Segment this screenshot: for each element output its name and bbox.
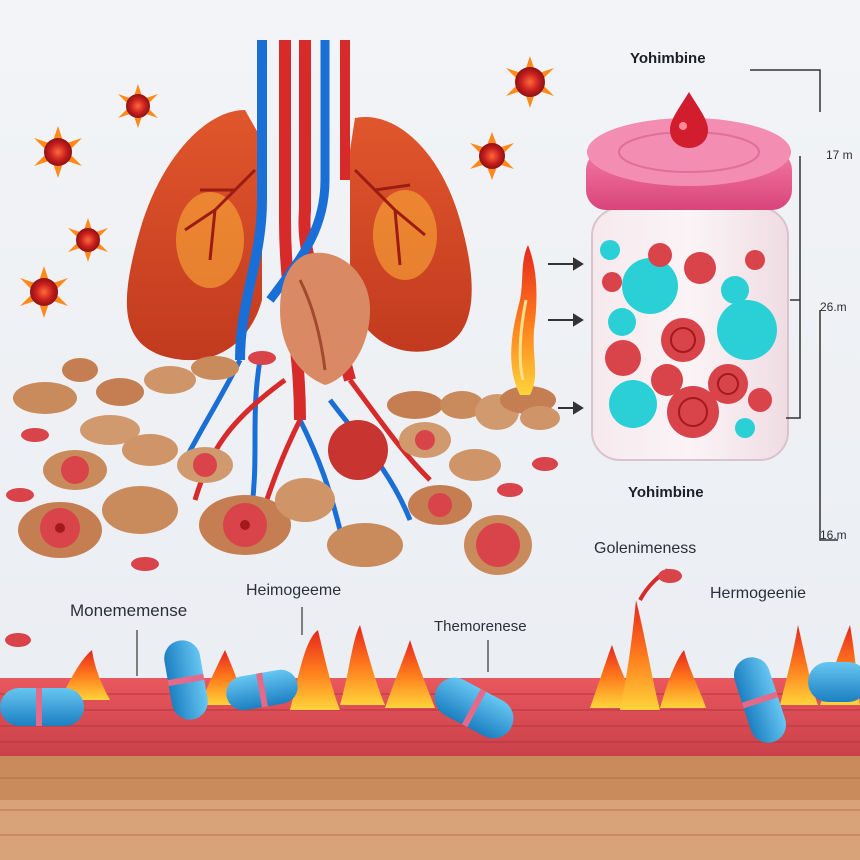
yohimbine-title-top: Yohimbine [630,50,706,67]
yohimbine-title-jar: Yohimbine [628,484,704,501]
capsule-pills [0,640,860,743]
heart-illustration [280,252,370,385]
flame-column [511,245,537,395]
spiky-cell-icon [20,56,554,318]
lungs-illustration [126,110,472,361]
measurement-brackets [750,69,838,541]
label-hermogeenie: Hermogeenie [710,585,807,602]
muscle-tissue-layer [0,678,860,860]
label-thermorenese: Themorenese [434,618,527,635]
supplement-jar [586,92,792,461]
measurement-17m: 17 m [826,148,853,162]
label-pointers [136,607,489,676]
measurement-16m: 16.m [820,528,847,542]
label-heimogeeme: Heimogeeme [246,582,342,599]
measurement-26m: 26.m [820,300,847,314]
label-golenimeness: Golenimeness [594,540,697,557]
arrow-icon [548,257,584,415]
tissue-slices-pile [6,351,560,575]
label-monememense: Monememense [70,601,188,620]
